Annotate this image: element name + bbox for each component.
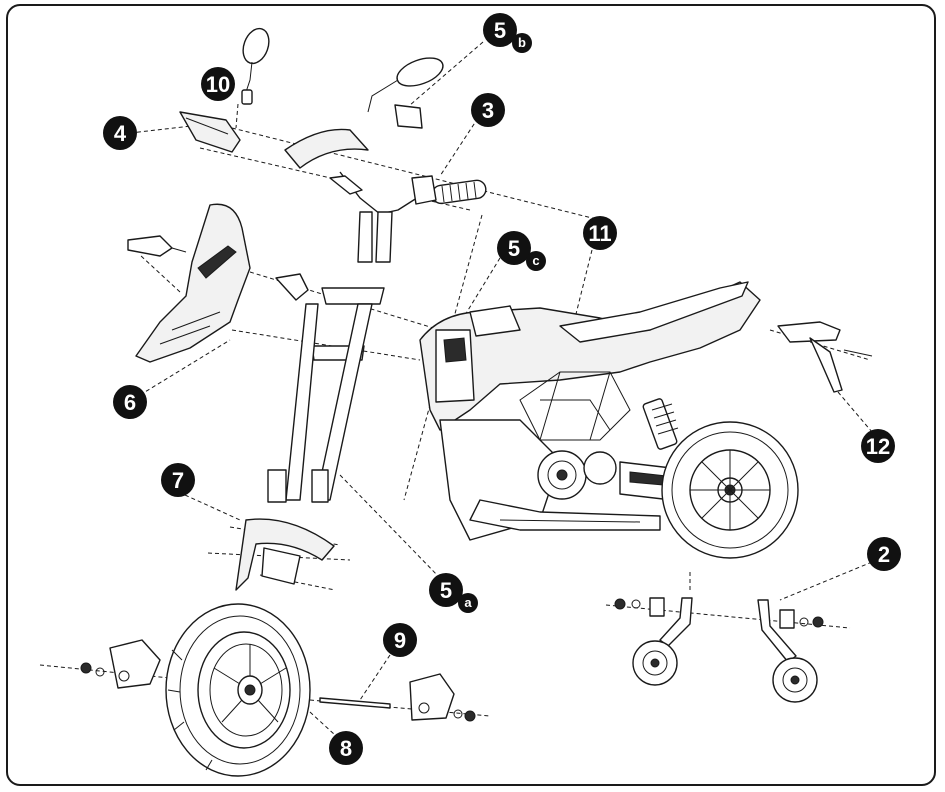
- callout-5c-suffix: c: [532, 253, 539, 268]
- callout-8-number: 8: [340, 736, 352, 761]
- throttle-grip-ridges: [441, 181, 477, 203]
- front-brake-calipers: [80, 639, 476, 722]
- callout-9: 9: [383, 623, 417, 657]
- callout-5b-sub-circle: [512, 33, 532, 53]
- training-wheels: [614, 597, 824, 703]
- callout-7-number: 7: [172, 468, 184, 493]
- hand-guard: [179, 111, 241, 153]
- callout-10-badge-circle: [201, 67, 235, 101]
- rear-wheel: [661, 421, 799, 559]
- callout-5c-number: 5: [508, 236, 520, 261]
- callout-12-number: 12: [866, 434, 890, 459]
- callout-10-number: 10: [206, 72, 230, 97]
- callout-11-badge-circle: [583, 216, 617, 250]
- callout-2-number: 2: [878, 542, 890, 567]
- callout-8: 8: [329, 731, 363, 765]
- front-fork: [267, 287, 385, 503]
- callout-4-number: 4: [114, 121, 127, 146]
- callout-6-badge-circle: [113, 385, 147, 419]
- callout-3: 3: [471, 93, 505, 127]
- front-wheel: [165, 603, 311, 777]
- callout-9-number: 9: [394, 628, 406, 653]
- callout-12-badge-circle: [861, 429, 895, 463]
- callout-8-badge-circle: [329, 731, 363, 765]
- turn-signals: [127, 235, 309, 301]
- callout-5a-sub-circle: [458, 593, 478, 613]
- callout-5a-number: 5: [440, 578, 452, 603]
- callout-5a-badge-circle: [429, 573, 463, 607]
- callout-11: 11: [583, 216, 617, 250]
- callout-2-badge-circle: [867, 537, 901, 571]
- callout-5b-number: 5: [494, 18, 506, 43]
- callout-3-number: 3: [482, 98, 494, 123]
- left-mirror: [241, 27, 270, 105]
- callout-6-number: 6: [124, 390, 136, 415]
- callout-6: 6: [113, 385, 147, 419]
- motorcycle-body: [419, 281, 761, 541]
- callout-10: 10: [201, 67, 235, 101]
- assembly-lines: [39, 41, 873, 736]
- callout-7-badge-circle: [161, 463, 195, 497]
- license-plate-bracket: [777, 321, 873, 393]
- callout-2: 2: [867, 537, 901, 571]
- handlebar-assembly: [284, 104, 487, 263]
- front-axle: [319, 697, 391, 709]
- right-mirror: [367, 57, 444, 113]
- callout-11-number: 11: [588, 221, 611, 246]
- callout-9-badge-circle: [383, 623, 417, 657]
- front-fender: [235, 518, 335, 591]
- callout-5b-badge-circle: [483, 13, 517, 47]
- front-cowl: [135, 203, 251, 363]
- rear-shock: [642, 398, 679, 450]
- callout-5c-badge-circle: [497, 231, 531, 265]
- callout-5a-suffix: a: [464, 595, 472, 610]
- callout-4-badge-circle: [103, 116, 137, 150]
- callout-5c-sub-circle: [526, 251, 546, 271]
- callout-7: 7: [161, 463, 195, 497]
- callout-12: 12: [861, 429, 895, 463]
- callout-5b-suffix: b: [518, 35, 526, 50]
- trellis-frame: [519, 371, 631, 441]
- callout-3-badge-circle: [471, 93, 505, 127]
- callout-4: 4: [103, 116, 137, 150]
